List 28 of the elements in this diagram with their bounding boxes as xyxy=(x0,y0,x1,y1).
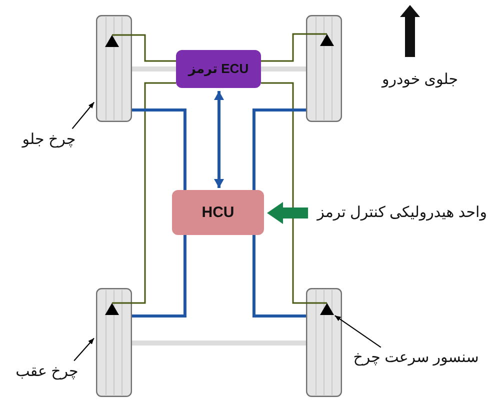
brake-line xyxy=(252,108,306,190)
wheel xyxy=(96,288,132,397)
signal-line xyxy=(112,34,176,62)
sensor-triangle xyxy=(105,303,119,315)
leader-line xyxy=(72,102,95,130)
double-arrow xyxy=(214,91,224,188)
signal-line xyxy=(261,82,327,304)
wheel xyxy=(306,288,342,397)
sensor-triangle xyxy=(105,35,119,47)
leader-line xyxy=(74,338,94,362)
text-label: واحد هیدرولیکی کنترل ترمز xyxy=(317,204,487,222)
wheel xyxy=(306,15,342,122)
sensor-triangle xyxy=(320,303,334,315)
wheel xyxy=(96,15,132,122)
control-box: HCU xyxy=(172,190,264,235)
brake-line xyxy=(132,108,186,190)
text-label: جلوی خودرو xyxy=(382,71,458,89)
text-label: چرخ عقب xyxy=(16,363,78,381)
leader-line xyxy=(334,315,382,348)
text-label: سنسور سرعت چرخ xyxy=(353,349,479,367)
signal-line xyxy=(261,33,327,62)
signal-line xyxy=(112,82,176,304)
text-label: چرخ جلو xyxy=(22,131,76,149)
sensor-triangle xyxy=(320,34,334,46)
block-arrow xyxy=(267,202,308,224)
brake-line xyxy=(132,235,186,318)
brake-line xyxy=(252,235,306,318)
control-box: ECU ترمز xyxy=(176,50,261,88)
